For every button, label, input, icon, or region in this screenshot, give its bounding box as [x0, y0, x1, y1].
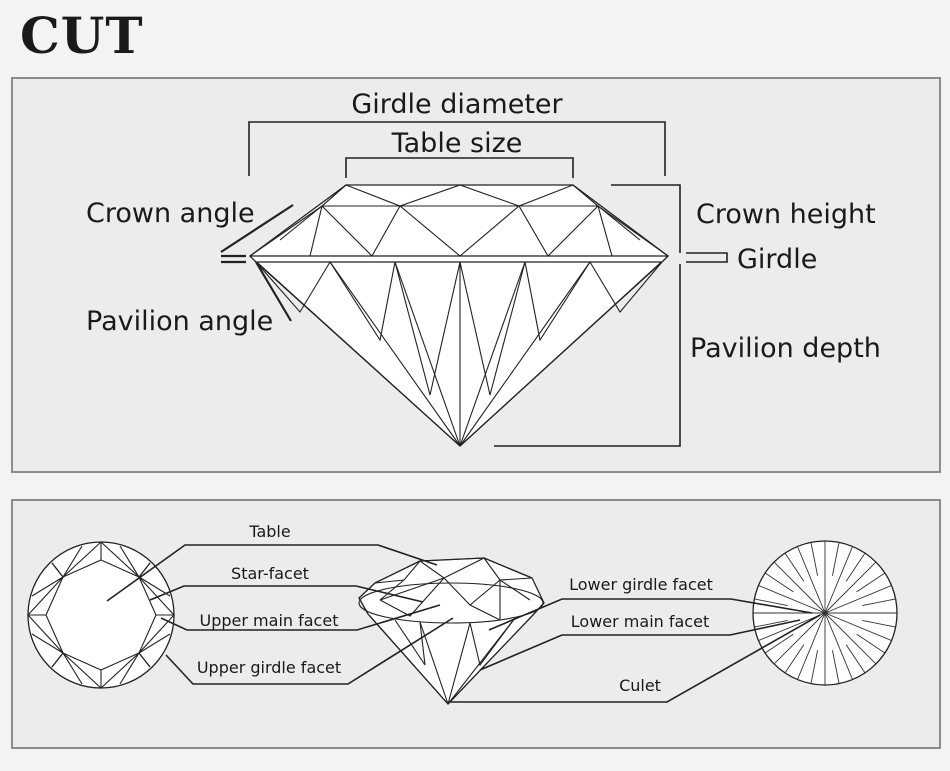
label-pavilion-depth: Pavilion depth — [690, 333, 881, 364]
label-girdle-diameter: Girdle diameter — [351, 89, 563, 120]
label-star-facet: Star-facet — [231, 564, 309, 583]
label-upper-main-facet: Upper main facet — [200, 611, 339, 630]
label-table: Table — [248, 522, 290, 541]
perspective-diamond — [358, 557, 545, 705]
label-lower-main-facet: Lower main facet — [571, 612, 709, 631]
side-view-diamond — [249, 184, 669, 447]
label-pavilion-angle: Pavilion angle — [86, 306, 273, 337]
top-view-diamond — [27, 541, 175, 689]
bottom-view-diamond — [752, 540, 898, 686]
label-culet: Culet — [619, 676, 661, 695]
label-lower-girdle-facet: Lower girdle facet — [569, 575, 713, 594]
label-crown-angle: Crown angle — [86, 198, 255, 229]
label-table-size: Table size — [391, 128, 523, 159]
label-upper-girdle-facet: Upper girdle facet — [197, 658, 341, 677]
page-title: CUT — [20, 6, 144, 65]
label-crown-height: Crown height — [696, 199, 876, 230]
label-girdle: Girdle — [737, 244, 817, 275]
